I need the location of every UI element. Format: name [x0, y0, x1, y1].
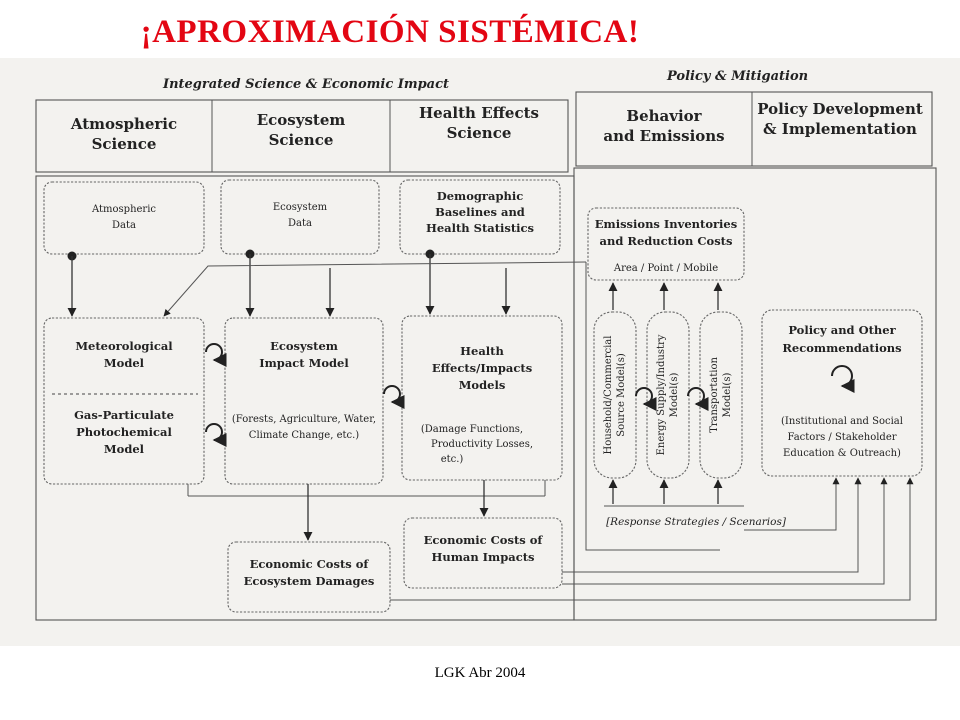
- svg-text:Photochemical: Photochemical: [76, 425, 172, 439]
- svg-text:Human Impacts: Human Impacts: [431, 550, 534, 564]
- box-health-effects-models: [401, 315, 563, 481]
- slide-footer: LGK Abr 2004: [434, 665, 526, 681]
- svg-text:Data: Data: [112, 220, 136, 231]
- svg-text:Health: Health: [460, 344, 504, 358]
- box-economic-costs-ecosystem: [227, 541, 391, 613]
- box-ecosystem-data: [220, 179, 380, 255]
- box-demographic-baselines: [399, 179, 561, 255]
- header-atmospheric-science: Atmospheric Science: [70, 115, 177, 153]
- svg-text:(Institutional and Social: (Institutional and Social: [781, 416, 903, 427]
- svg-text:Meteorological: Meteorological: [75, 339, 173, 353]
- svg-text:& Implementation: & Implementation: [763, 120, 917, 138]
- svg-text:Climate Change, etc.): Climate Change, etc.): [249, 430, 359, 441]
- header-behavior-emissions: Behavior and Emissions: [603, 107, 724, 145]
- svg-text:Model(s): Model(s): [669, 373, 680, 418]
- svg-text:Models: Models: [459, 378, 506, 392]
- svg-text:Productivity Losses,: Productivity Losses,: [431, 439, 533, 450]
- svg-text:Data: Data: [288, 218, 312, 229]
- svg-text:Model(s): Model(s): [722, 373, 733, 418]
- header-band-right: [575, 91, 933, 167]
- svg-text:etc.): etc.): [441, 454, 464, 465]
- svg-text:Health Statistics: Health Statistics: [426, 221, 534, 235]
- svg-text:Economic Costs of: Economic Costs of: [250, 557, 370, 571]
- box-ecosystem-impact-model: [224, 317, 384, 485]
- section-title-integrated-science: Integrated Science & Economic Impact: [162, 77, 449, 92]
- svg-text:Atmospheric: Atmospheric: [91, 204, 156, 215]
- svg-text:and Emissions: and Emissions: [603, 127, 724, 145]
- svg-text:Health Effects: Health Effects: [419, 104, 539, 122]
- box-emissions-inventories: [587, 207, 745, 281]
- header-band-left: [35, 99, 569, 173]
- svg-text:(Damage Functions,: (Damage Functions,: [421, 424, 523, 435]
- svg-text:Behavior: Behavior: [626, 107, 702, 125]
- svg-text:Model: Model: [104, 442, 145, 456]
- response-strategies-label: [Response Strategies / Scenarios]: [606, 516, 787, 528]
- box-energy-supply-model: [646, 311, 690, 479]
- diagram-scan-background: [0, 58, 960, 646]
- slide-title: ¡APROXIMACIÓN SISTÉMICA!: [140, 14, 640, 50]
- svg-text:Household/Commercial: Household/Commercial: [603, 336, 614, 455]
- box-transportation-model: [699, 311, 743, 479]
- svg-text:Science: Science: [92, 135, 157, 153]
- svg-text:Transportation: Transportation: [709, 357, 720, 433]
- svg-text:Model: Model: [104, 356, 145, 370]
- svg-text:(Forests, Agriculture, Water,: (Forests, Agriculture, Water,: [232, 414, 376, 425]
- svg-text:Gas-Particulate: Gas-Particulate: [74, 408, 174, 422]
- svg-text:Ecosystem: Ecosystem: [273, 202, 328, 213]
- section-title-policy-mitigation: Policy & Mitigation: [666, 69, 808, 84]
- svg-text:Atmospheric: Atmospheric: [70, 115, 177, 133]
- box-atmospheric-data: [43, 181, 205, 255]
- svg-text:Source Model(s): Source Model(s): [616, 353, 627, 437]
- connectors: [67, 249, 914, 601]
- svg-text:Policy and Other: Policy and Other: [788, 323, 896, 337]
- header-ecosystem-science: Ecosystem Science: [257, 111, 346, 149]
- svg-text:Education & Outreach): Education & Outreach): [783, 448, 901, 459]
- svg-text:Energy Supply/Industry: Energy Supply/Industry: [656, 334, 667, 455]
- svg-text:Area / Point / Mobile: Area / Point / Mobile: [613, 263, 718, 274]
- svg-text:Economic Costs of: Economic Costs of: [424, 533, 544, 547]
- svg-text:Science: Science: [447, 124, 512, 142]
- svg-text:Recommendations: Recommendations: [782, 341, 901, 355]
- svg-text:Factors / Stakeholder: Factors / Stakeholder: [787, 432, 896, 443]
- header-policy-development: Policy Development & Implementation: [757, 100, 923, 138]
- svg-text:and Reduction Costs: and Reduction Costs: [600, 234, 733, 248]
- header-health-effects-science: Health Effects Science: [419, 104, 539, 142]
- svg-text:Effects/Impacts: Effects/Impacts: [432, 361, 532, 375]
- box-policy-recommendations: [761, 309, 923, 477]
- svg-text:Science: Science: [269, 131, 334, 149]
- frame-policy-mitigation: [573, 167, 937, 621]
- svg-text:Baselines and: Baselines and: [435, 205, 525, 219]
- svg-text:Emissions Inventories: Emissions Inventories: [595, 217, 737, 231]
- svg-text:Demographic: Demographic: [437, 189, 523, 203]
- box-household-model: [593, 311, 637, 479]
- svg-text:Impact Model: Impact Model: [259, 356, 349, 370]
- svg-text:Policy Development: Policy Development: [757, 100, 923, 118]
- svg-text:Ecosystem: Ecosystem: [257, 111, 346, 129]
- svg-text:Ecosystem Damages: Ecosystem Damages: [244, 574, 375, 588]
- svg-text:Ecosystem: Ecosystem: [270, 339, 338, 353]
